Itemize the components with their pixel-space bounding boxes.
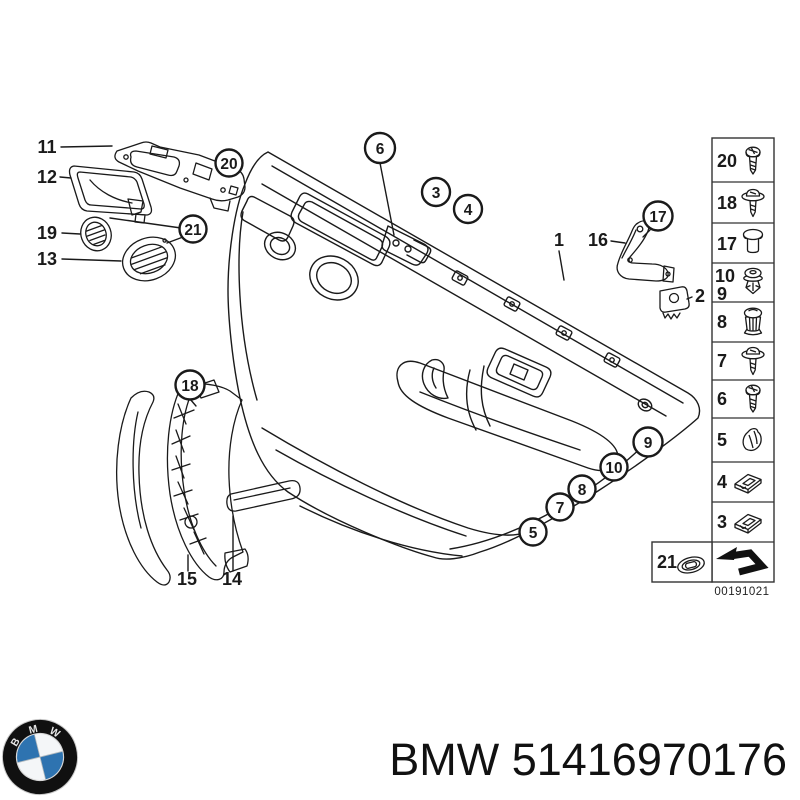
label-12: 12: [37, 167, 57, 187]
svg-text:3: 3: [717, 512, 727, 532]
handle-carrier-part-11: [114, 141, 246, 212]
speaker-cover-part-13: [121, 236, 177, 282]
door-panel-outline: [227, 151, 701, 560]
svg-text:9: 9: [644, 435, 653, 452]
direction-arrow-icon: [716, 547, 769, 576]
legend-row-4: 4: [717, 472, 762, 494]
callout-17: 17: [642, 200, 674, 232]
svg-text:5: 5: [529, 525, 538, 542]
callout-6: 6: [363, 131, 397, 165]
part-number-text: BMW 51416970176: [389, 734, 787, 785]
callout-4: 4: [452, 193, 484, 225]
label-14: 14: [222, 569, 242, 589]
bmw-letter-m: M: [28, 723, 40, 737]
speaker-opening: [309, 255, 359, 301]
svg-text:5: 5: [717, 430, 727, 450]
sill-clip-bosses: [451, 270, 653, 412]
svg-text:18: 18: [717, 193, 737, 213]
svg-text:10: 10: [605, 460, 622, 477]
legend-row-18: 18: [717, 188, 765, 218]
callout-8: 8: [567, 474, 597, 504]
svg-text:8: 8: [717, 312, 727, 332]
svg-text:20: 20: [717, 151, 737, 171]
pull-handle-part-14: [166, 379, 301, 581]
svg-text:7: 7: [556, 500, 565, 517]
tweeter-cover-part-19: [80, 216, 112, 252]
svg-text:21: 21: [184, 222, 202, 239]
legend-row-20: 20: [717, 146, 761, 175]
svg-text:20: 20: [220, 156, 237, 173]
legend-row-10-9: 10 9: [715, 266, 763, 304]
legend-row-8: 8: [717, 307, 763, 336]
callout-9: 9: [632, 426, 664, 458]
legend-row-17: 17: [717, 228, 764, 254]
svg-text:4: 4: [717, 472, 727, 492]
circled-callouts: 20 21 6 3 4 17 18 9 10 8 7 5: [174, 131, 674, 547]
svg-text:9: 9: [717, 284, 727, 304]
leader-lines: [59, 145, 693, 572]
tweeter-opening: [263, 231, 297, 261]
legend-row-7: 7: [717, 346, 765, 376]
bmw-quadrant-blue-tl: [17, 734, 40, 763]
legend-row-3: 3: [717, 512, 762, 534]
svg-text:6: 6: [376, 141, 385, 158]
handle-trim-part-12: [68, 165, 153, 224]
legend-row-6: 6: [717, 384, 761, 413]
label-16: 16: [588, 230, 608, 250]
bmw-quadrant-blue-br: [40, 751, 63, 780]
svg-text:21: 21: [657, 552, 677, 572]
callout-18: 18: [174, 369, 206, 401]
callout-7: 7: [545, 492, 575, 522]
svg-text:6: 6: [717, 389, 727, 409]
svg-text:8: 8: [578, 482, 587, 499]
label-2: 2: [695, 286, 705, 306]
label-11: 11: [37, 137, 56, 157]
bracket-part-16: [616, 220, 675, 283]
callout-21: 21: [178, 214, 208, 244]
svg-text:4: 4: [464, 202, 473, 219]
svg-text:17: 17: [649, 209, 666, 226]
legend-cell-21: 21: [657, 552, 705, 574]
label-19: 19: [37, 223, 57, 243]
label-15: 15: [177, 569, 197, 589]
diagram-doc-number: 00191021: [714, 586, 769, 598]
svg-text:3: 3: [432, 185, 441, 202]
legend-table: 20 18 17 10 9 8 7 6 5: [651, 137, 775, 598]
svg-text:17: 17: [717, 234, 737, 254]
oval-grommet-icon: [677, 556, 705, 574]
callout-10: 10: [599, 452, 629, 482]
callout-5: 5: [518, 517, 548, 547]
label-13: 13: [37, 249, 57, 269]
clip-part-2: [659, 286, 690, 320]
callout-3: 3: [420, 176, 452, 208]
label-1: 1: [554, 230, 564, 250]
callout-20: 20: [214, 148, 244, 178]
window-switch-bezel: [486, 347, 552, 398]
legend-row-5: 5: [717, 427, 762, 452]
bmw-roundel-logo: B M W: [2, 719, 78, 795]
svg-text:7: 7: [717, 351, 727, 371]
switch-mount-bracket: [381, 225, 432, 266]
svg-text:10: 10: [715, 266, 735, 286]
svg-text:18: 18: [181, 378, 199, 395]
part-number-labels: 11 12 19 13 1 16 2 15 14: [37, 137, 705, 589]
